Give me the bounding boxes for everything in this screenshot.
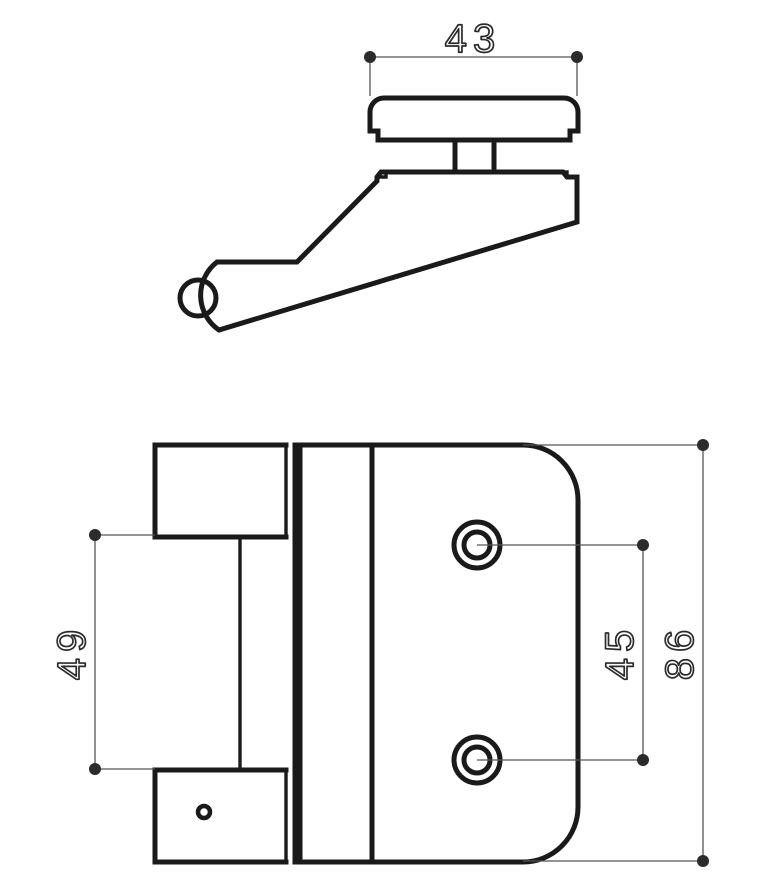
dim-45-dot-bottom (637, 754, 649, 766)
bottom-left-flange (152, 767, 289, 865)
pivot-hole-icon (177, 277, 219, 319)
dim-49-value: 49 (50, 624, 94, 681)
dim-45-value: 45 (598, 624, 642, 681)
dim-86-value: 86 (658, 624, 702, 681)
deck-right-notch (565, 170, 579, 179)
deck-left-notch (375, 170, 388, 179)
small-pin-hole-icon (195, 803, 213, 821)
dim-43-value: 43 (445, 17, 502, 61)
dim-45-group: 45 (477, 539, 649, 766)
cap-outline (367, 95, 581, 143)
dim-49-group: 49 (49, 529, 155, 775)
plate-outline (297, 442, 581, 865)
side-elevation-view: 43 (177, 16, 583, 333)
dim-86-group: 86 (523, 439, 709, 867)
dim-43-dot-right (571, 51, 583, 63)
dim-86-dot-top (697, 439, 709, 451)
dim-43-dot-left (364, 51, 376, 63)
dim-43-group: 43 (364, 16, 583, 96)
dim-49-dot-top (89, 529, 101, 541)
plan-view: 49 45 86 (49, 439, 709, 867)
dim-49-dot-bottom (89, 763, 101, 775)
arm-body-outline (198, 169, 580, 333)
top-left-flange (152, 442, 289, 540)
dim-45-dot-top (637, 539, 649, 551)
dim-86-dot-bottom (697, 855, 709, 867)
